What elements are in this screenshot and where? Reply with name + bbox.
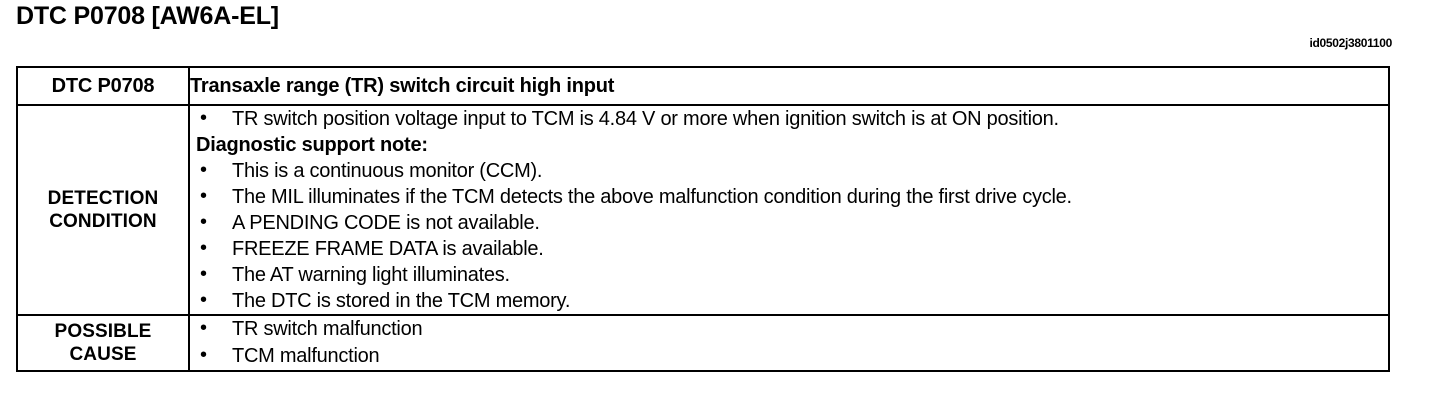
- dtc-description: Transaxle range (TR) switch circuit high…: [188, 66, 1390, 106]
- list-item: The AT warning light illuminates.: [190, 261, 1388, 288]
- detection-condition-label: DETECTION CONDITION: [16, 104, 190, 316]
- possible-cause-label: POSSIBLE CAUSE: [16, 314, 190, 372]
- table-row-detection-condition: DETECTION CONDITION TR switch position v…: [16, 104, 1390, 316]
- list-item: The MIL illuminates if the TCM detects t…: [190, 183, 1388, 210]
- list-item: FREEZE FRAME DATA is available.: [190, 235, 1388, 262]
- list-item: TR switch position voltage input to TCM …: [190, 105, 1388, 132]
- possible-cause-content: TR switch malfunction TCM malfunction: [188, 314, 1390, 372]
- page-title: DTC P0708 [AW6A-EL]: [16, 2, 279, 30]
- table-row-dtc-header: DTC P0708 Transaxle range (TR) switch ci…: [16, 66, 1390, 106]
- list-item: TCM malfunction: [190, 342, 1388, 370]
- diagnostic-support-note-list: This is a continuous monitor (CCM). The …: [190, 157, 1388, 314]
- detection-condition-label-line1: DETECTION: [47, 188, 159, 209]
- possible-cause-list: TR switch malfunction TCM malfunction: [190, 315, 1388, 370]
- list-item: This is a continuous monitor (CCM).: [190, 157, 1388, 184]
- diagnostic-support-note-heading: Diagnostic support note:: [196, 134, 428, 156]
- possible-cause-label-line1: POSSIBLE: [54, 321, 152, 342]
- possible-cause-label-line2: CAUSE: [69, 344, 137, 365]
- document-id-code: id0502j3801100: [1309, 36, 1392, 50]
- list-item: A PENDING CODE is not available.: [190, 209, 1388, 236]
- dtc-information-table: DTC P0708 Transaxle range (TR) switch ci…: [16, 66, 1390, 372]
- detection-lead-bullet-list: TR switch position voltage input to TCM …: [190, 105, 1388, 132]
- detection-condition-label-line2: CONDITION: [49, 211, 157, 232]
- table-row-possible-cause: POSSIBLE CAUSE TR switch malfunction TCM…: [16, 314, 1390, 372]
- list-item: The DTC is stored in the TCM memory.: [190, 287, 1388, 314]
- list-item: TR switch malfunction: [190, 315, 1388, 343]
- detection-condition-content: TR switch position voltage input to TCM …: [188, 104, 1390, 316]
- dtc-code-label: DTC P0708: [16, 66, 190, 106]
